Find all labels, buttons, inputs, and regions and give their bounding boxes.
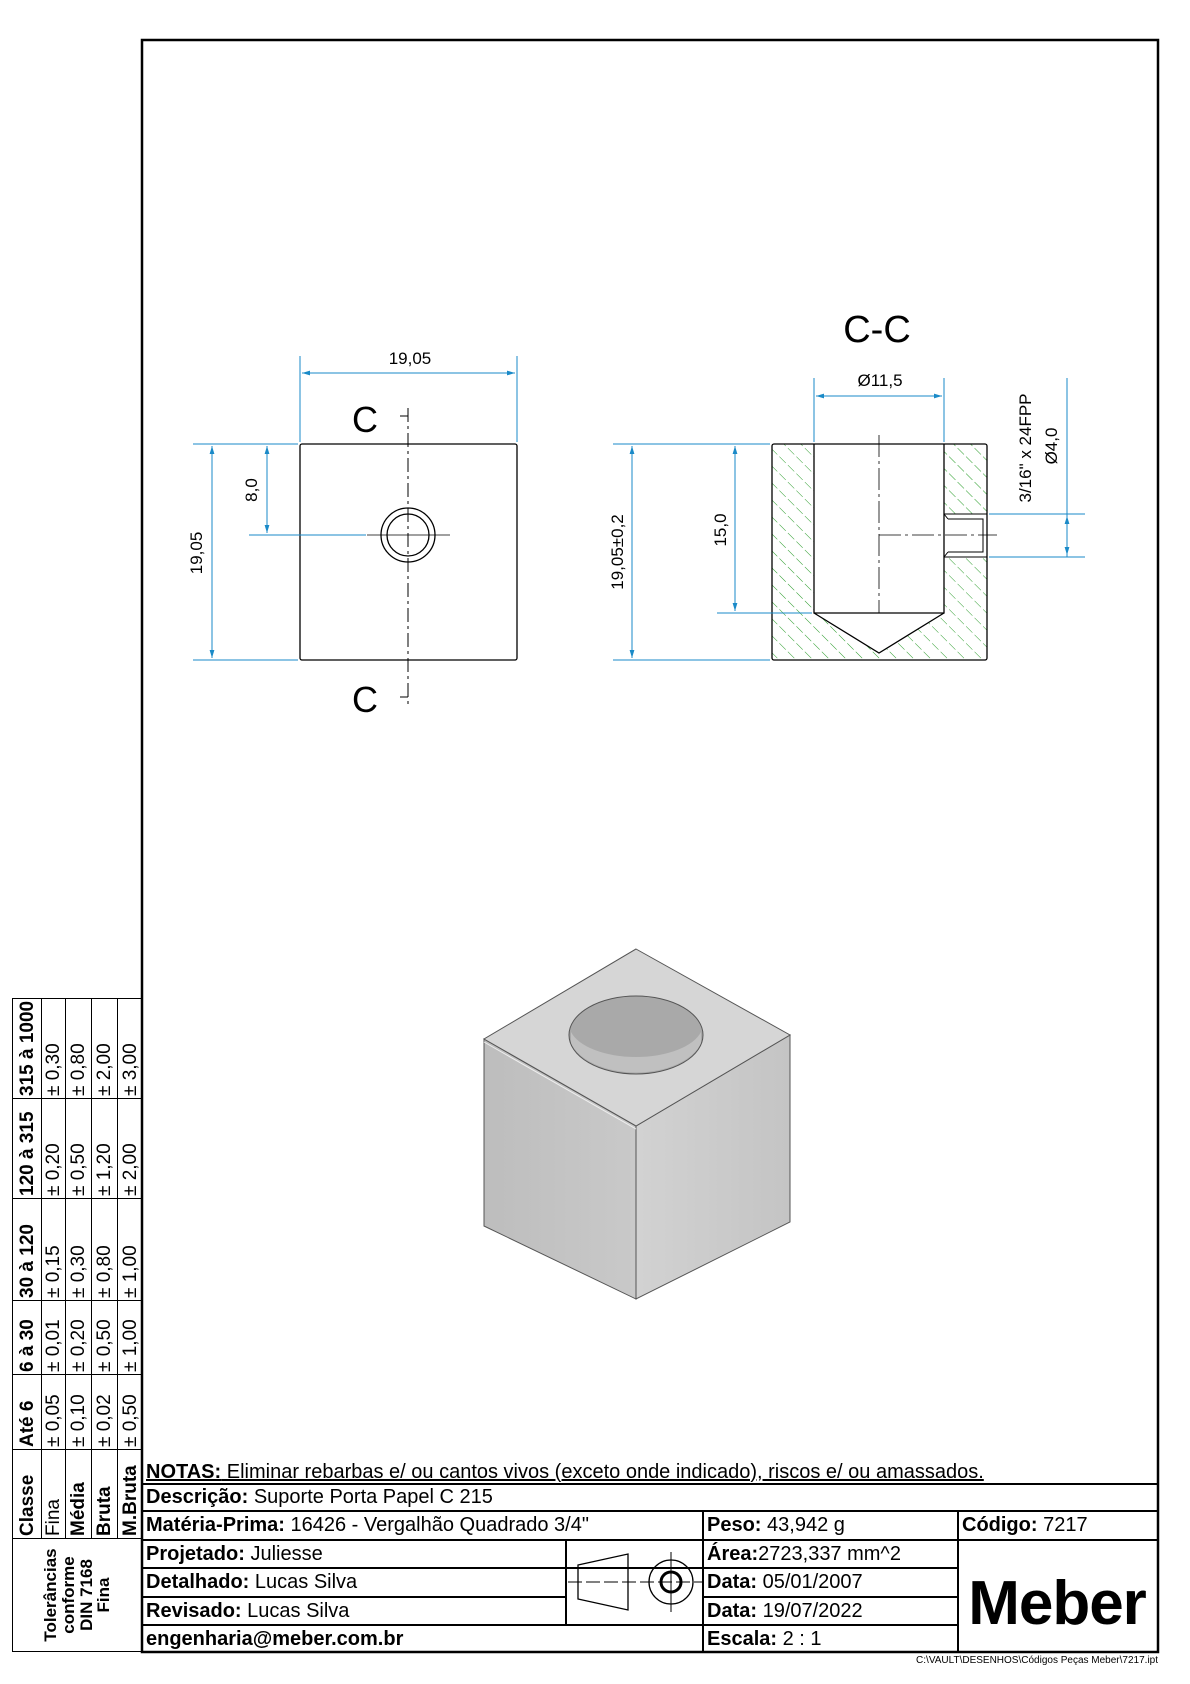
tolerance-value: ± 0,50 [65, 1098, 92, 1199]
tolerance-value: ± 0,30 [41, 998, 66, 1099]
area: Área:2723,337 mm^2 [707, 1542, 901, 1565]
isometric-view [483, 948, 792, 1300]
tolerance-value: ± 0,20 [65, 1300, 92, 1375]
section-marker-top: C [352, 399, 378, 440]
tolerance-value: ± 0,10 [65, 1374, 92, 1450]
tolerance-value: ± 2,00 [91, 998, 118, 1099]
tolerance-value: ± 0,50 [117, 1374, 143, 1450]
tolerance-value: ± 3,00 [117, 998, 143, 1099]
class-name: Fina [41, 1449, 66, 1539]
tolerance-value: ± 0,01 [41, 1300, 66, 1375]
tolerance-value: ± 1,00 [117, 1198, 143, 1301]
dim-bore-diameter: Ø11,5 [857, 371, 902, 390]
part-code: Código: 7217 [962, 1514, 1088, 1536]
header-range: 120 à 315 [12, 1098, 42, 1199]
revision-date: Data: 19/07/2022 [707, 1599, 863, 1622]
tolerance-value: ± 0,30 [65, 1198, 92, 1301]
contact-email: engenharia@meber.com.br [146, 1627, 404, 1650]
class-name: Média [65, 1449, 92, 1539]
tolerance-value: ± 1,20 [91, 1098, 118, 1199]
designed-by: Projetado: Juliesse [146, 1542, 323, 1565]
dim-height: 19,05 [187, 532, 206, 575]
scale: Escala: 2 : 1 [707, 1627, 822, 1650]
description: Descrição: Suporte Porta Papel C 215 [146, 1486, 493, 1508]
notes: NOTAS: Eliminar rebarbas e/ ou cantos vi… [146, 1460, 984, 1483]
header-range: 315 à 1000 [12, 998, 42, 1099]
tolerance-value: ± 0,80 [65, 998, 92, 1099]
header-range: Até 6 [12, 1374, 42, 1450]
dim-hole-position: 8,0 [242, 478, 261, 502]
header-range: 6 à 30 [12, 1300, 42, 1375]
tolerance-value: ± 0,20 [41, 1098, 66, 1199]
tolerance-value: ± 1,00 [117, 1300, 143, 1375]
dim-bore-depth: 15,0 [711, 513, 730, 546]
sheet-frame [140, 38, 1160, 1654]
dim-total-height: 19,05±0,2 [608, 514, 627, 590]
dim-thread-diameter: Ø4,0 [1042, 428, 1061, 465]
section-marker-bottom: C [352, 679, 378, 720]
dim-thread: 3/16" x 24FPP [1016, 393, 1035, 502]
section-title: C-C [843, 309, 911, 351]
class-name: Bruta [91, 1449, 118, 1539]
company-logo: Meber [968, 1569, 1147, 1638]
tolerance-standard: Tolerâncias conforme DIN 7168 Fina [12, 1538, 143, 1652]
creation-date: Data: 05/01/2007 [707, 1571, 863, 1593]
section-view: C-C Ø11,5 19,05±0,2 15,0 3/16" x 24FPP Ø… [608, 309, 1085, 661]
detailed-by: Detalhado: Lucas Silva [146, 1571, 358, 1593]
header-class: Classe [12, 1449, 42, 1539]
tolerance-value: ± 0,15 [41, 1198, 66, 1301]
tolerance-value: ± 0,05 [41, 1374, 66, 1450]
front-view: C C 19,05 19,05 8,0 [187, 349, 518, 720]
file-path: C:\VAULT\DESENHOS\Códigos Peças Meber\72… [916, 1655, 1158, 1666]
header-range: 30 à 120 [12, 1198, 42, 1301]
tolerance-value: ± 0,80 [91, 1198, 118, 1301]
class-name: M.Bruta [117, 1449, 143, 1539]
tolerance-value: ± 2,00 [117, 1098, 143, 1199]
weight: Peso: 43,942 g [707, 1514, 845, 1536]
dim-width: 19,05 [389, 349, 432, 368]
tolerance-value: ± 0,02 [91, 1374, 118, 1450]
tolerance-table: Tolerâncias conforme DIN 7168 Fina Class… [12, 998, 143, 1652]
tolerance-value: ± 0,50 [91, 1300, 118, 1375]
reviewed-by: Revisado: Lucas Silva [146, 1599, 350, 1622]
raw-material: Matéria-Prima: 16426 - Vergalhão Quadrad… [146, 1514, 589, 1536]
projection-symbol-icon [568, 1552, 702, 1612]
